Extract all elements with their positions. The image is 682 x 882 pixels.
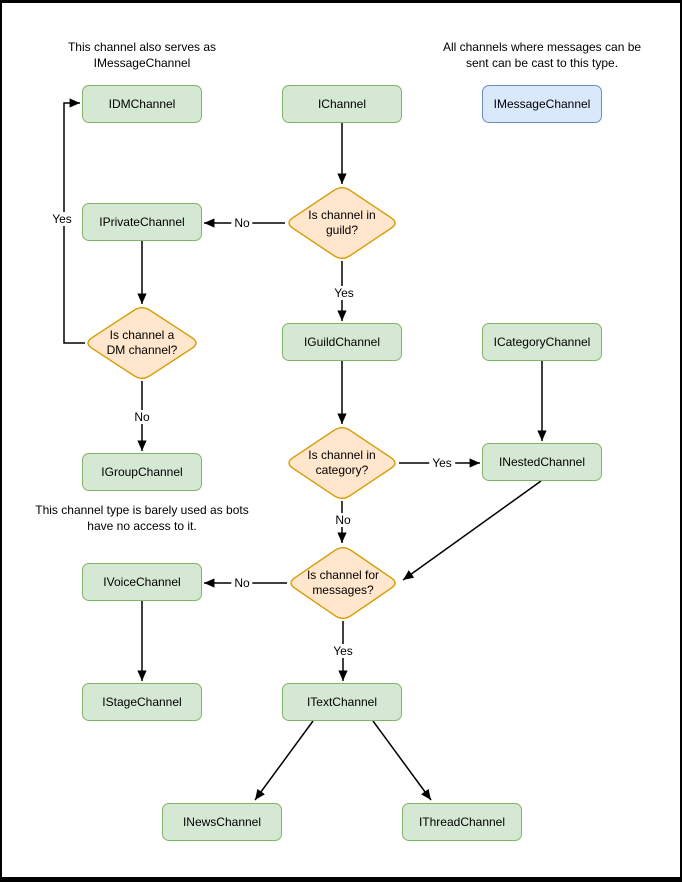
- edge-label-dm-yes: Yes: [49, 212, 75, 226]
- edge-label-guild-no: No: [231, 216, 253, 230]
- decision-is-dm-shape: [87, 306, 197, 380]
- decision-for-messages-shape: [290, 546, 396, 620]
- decision-is-dm-label: Is channel a DM channel?: [106, 328, 178, 357]
- note-idm-serves-imessage: This channel also serves as IMessageChan…: [67, 40, 217, 70]
- node-istagechannel: IStageChannel: [82, 683, 202, 721]
- node-inestedchannel: INestedChannel: [482, 443, 602, 481]
- edge-label-category-no: No: [332, 513, 354, 527]
- edge-itext-to-inews: [254, 720, 314, 801]
- decision-in-guild-shape: [288, 186, 396, 260]
- edges-layer: [63, 98, 547, 801]
- edge-label-messages-yes: Yes: [330, 644, 356, 658]
- note-imessage-cast: All channels where messages can be sent …: [442, 40, 642, 70]
- node-ithreadchannel: IThreadChannel: [402, 803, 522, 841]
- decision-in-category-shape: [288, 426, 396, 500]
- decision-in-guild-label: Is channel in guild?: [308, 208, 376, 237]
- edge-label-dm-no: No: [131, 410, 153, 424]
- edge-itext-to-ithread: [372, 720, 432, 801]
- node-imessagechannel: IMessageChannel: [482, 85, 602, 123]
- decision-for-messages-label: Is channel for messages?: [306, 568, 380, 597]
- note-igroup-barely-used: This channel type is barely used as bots…: [35, 503, 249, 533]
- edge-label-messages-no: No: [231, 576, 253, 590]
- node-idmchannel: IDMChannel: [82, 85, 202, 123]
- edge-inested-to-messages-decision: [402, 480, 542, 581]
- node-ivoicechannel: IVoiceChannel: [82, 563, 202, 601]
- node-itextchannel: ITextChannel: [282, 683, 402, 721]
- node-iprivatechannel: IPrivateChannel: [82, 203, 202, 241]
- decision-in-category-label: Is channel in category?: [308, 448, 376, 477]
- node-icategorychannel: ICategoryChannel: [482, 323, 602, 361]
- node-ichannel: IChannel: [282, 85, 402, 123]
- node-igroupchannel: IGroupChannel: [82, 453, 202, 491]
- edge-label-category-yes: Yes: [429, 456, 455, 470]
- node-inewschannel: INewsChannel: [162, 803, 282, 841]
- node-iguildchannel: IGuildChannel: [282, 323, 402, 361]
- edge-label-guild-yes: Yes: [331, 286, 357, 300]
